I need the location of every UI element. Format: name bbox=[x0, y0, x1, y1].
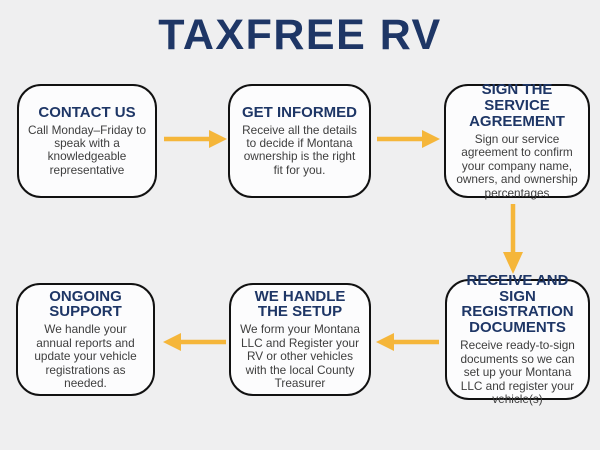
step-heading: ONGOING SUPPORT bbox=[49, 287, 122, 321]
step-body: We handle your annual reports and update… bbox=[34, 322, 137, 391]
step-contact-us: CONTACT US Call Monday–Friday to speak w… bbox=[17, 84, 157, 198]
arrow-right-icon bbox=[164, 130, 227, 148]
step-heading: SIGN THE SERVICE AGREEMENT bbox=[469, 81, 565, 130]
step-body: Sign our service agreement to confirm yo… bbox=[456, 131, 578, 200]
arrow-right-icon bbox=[377, 130, 440, 148]
step-ongoing-support: ONGOING SUPPORT We handle your annual re… bbox=[16, 283, 155, 396]
step-heading: GET INFORMED bbox=[242, 103, 357, 121]
arrow-left-icon bbox=[163, 333, 226, 351]
arrow-left-icon bbox=[376, 333, 439, 351]
step-body: Call Monday–Friday to speak with a knowl… bbox=[27, 122, 147, 177]
page-title: TAXFREE RV bbox=[158, 11, 442, 59]
step-body: Receive ready-to-sign documents so we ca… bbox=[460, 338, 575, 406]
step-heading: WE HANDLE THE SETUP bbox=[254, 287, 346, 321]
step-we-handle-the-setup: WE HANDLE THE SETUP We form your Montana… bbox=[229, 283, 371, 396]
step-receive-sign-registration-documents: RECEIVE AND SIGN REGISTRATION DOCUMENTS … bbox=[445, 272, 590, 406]
arrow-down-icon bbox=[503, 204, 523, 274]
step-heading: CONTACT US bbox=[38, 103, 136, 121]
step-sign-service-agreement: SIGN THE SERVICE AGREEMENT Sign our serv… bbox=[444, 81, 590, 200]
step-get-informed: GET INFORMED Receive all the details to … bbox=[228, 84, 371, 198]
step-heading: RECEIVE AND SIGN REGISTRATION DOCUMENTS bbox=[461, 271, 574, 337]
step-body: Receive all the details to decide if Mon… bbox=[242, 122, 357, 177]
step-body: We form your Montana LLC and Register yo… bbox=[240, 322, 360, 391]
